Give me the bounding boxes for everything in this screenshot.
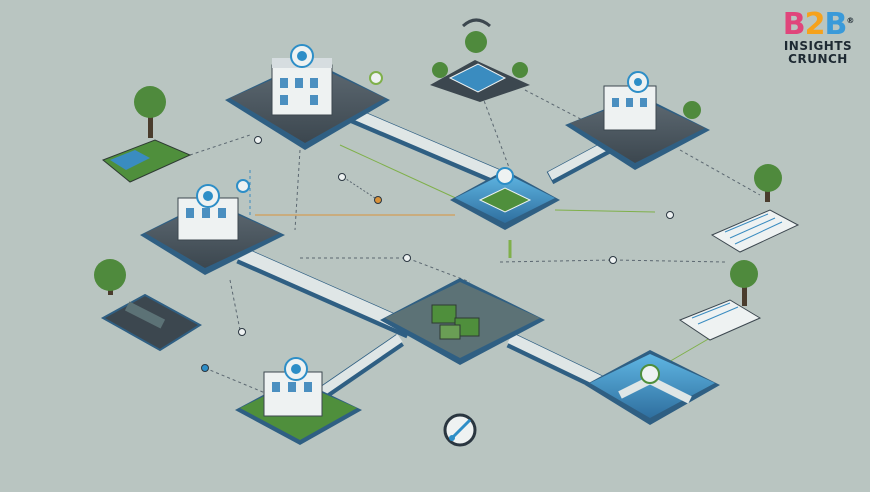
solar-panel-icon: [478, 187, 532, 213]
node-dot: [403, 254, 411, 262]
tree-icon: [465, 31, 487, 53]
document-panel-right: [710, 164, 800, 253]
node-dot: [201, 364, 209, 372]
warehouse-icon: [439, 324, 461, 340]
location-pin-icon: [496, 167, 514, 185]
logo-mark: B2B®: [778, 6, 858, 40]
road: [507, 333, 613, 391]
tree-icon: [730, 260, 758, 288]
tree-icon: [94, 259, 126, 291]
platform-warehouse-center: [380, 278, 545, 365]
green-connector: [339, 144, 461, 201]
node-dot: [338, 173, 346, 181]
solar-panel-icon: [448, 63, 507, 93]
road: [342, 104, 503, 182]
platform-solar-center: [450, 167, 560, 230]
node-dot: [374, 196, 382, 204]
platform-solar-bottom: [585, 350, 720, 425]
brand-logo: B2B® INSIGHTS CRUNCH: [778, 6, 858, 66]
gauge-icon: [443, 413, 477, 447]
node-dot: [238, 328, 246, 336]
location-pin-icon: [640, 364, 660, 384]
road: [237, 247, 413, 334]
node-dot: [254, 136, 262, 144]
logo-digit-2: 2: [804, 7, 826, 42]
tree-icon: [512, 62, 528, 78]
node-dot: [666, 211, 674, 219]
location-pin-icon: [369, 71, 383, 85]
dashed-connector: [189, 134, 251, 156]
location-pin-icon: [236, 179, 250, 193]
tree-icon: [432, 62, 448, 78]
roads: [236, 104, 634, 401]
solar-farm-left: [102, 86, 192, 183]
tree-icon: [134, 86, 166, 118]
connector-nodes: [201, 136, 674, 372]
container-yard: [94, 259, 202, 352]
logo-letter-b-second: B: [824, 7, 847, 42]
dashed-connector: [499, 259, 726, 263]
dashed-connector: [479, 89, 511, 171]
signal-icon: [461, 18, 491, 28]
registered-mark: ®: [846, 16, 854, 25]
logo-line-crunch: CRUNCH: [788, 52, 848, 66]
platform-office-bottom: [235, 357, 362, 445]
logo-line-insights: INSIGHTS: [783, 39, 853, 53]
document-icon: [710, 209, 800, 253]
dashed-connector: [294, 149, 301, 231]
warehouse-icon: [431, 304, 457, 324]
platform-solar-top: [430, 18, 530, 102]
road: [317, 334, 403, 397]
document-icon: [678, 299, 762, 341]
platform-factory-left: [140, 179, 285, 275]
dashed-connector: [229, 279, 241, 331]
tree-icon: [754, 164, 782, 192]
dashed-connector: [204, 367, 271, 396]
green-connector: [554, 209, 656, 213]
dashed-connector: [300, 257, 471, 283]
building-icon: [177, 197, 239, 241]
document-panel-lower: [678, 260, 762, 341]
solar-panel-icon: [110, 150, 150, 170]
tree-icon: [683, 101, 701, 119]
node-dot: [609, 256, 617, 264]
building-icon: [603, 85, 657, 131]
platform-office-top: [225, 44, 390, 150]
logo-letter-b: B: [782, 7, 806, 42]
dashed-connector: [339, 174, 379, 201]
platform-office-right: [565, 71, 710, 170]
building-icon: [271, 64, 333, 116]
dashed-connector: [679, 149, 761, 196]
